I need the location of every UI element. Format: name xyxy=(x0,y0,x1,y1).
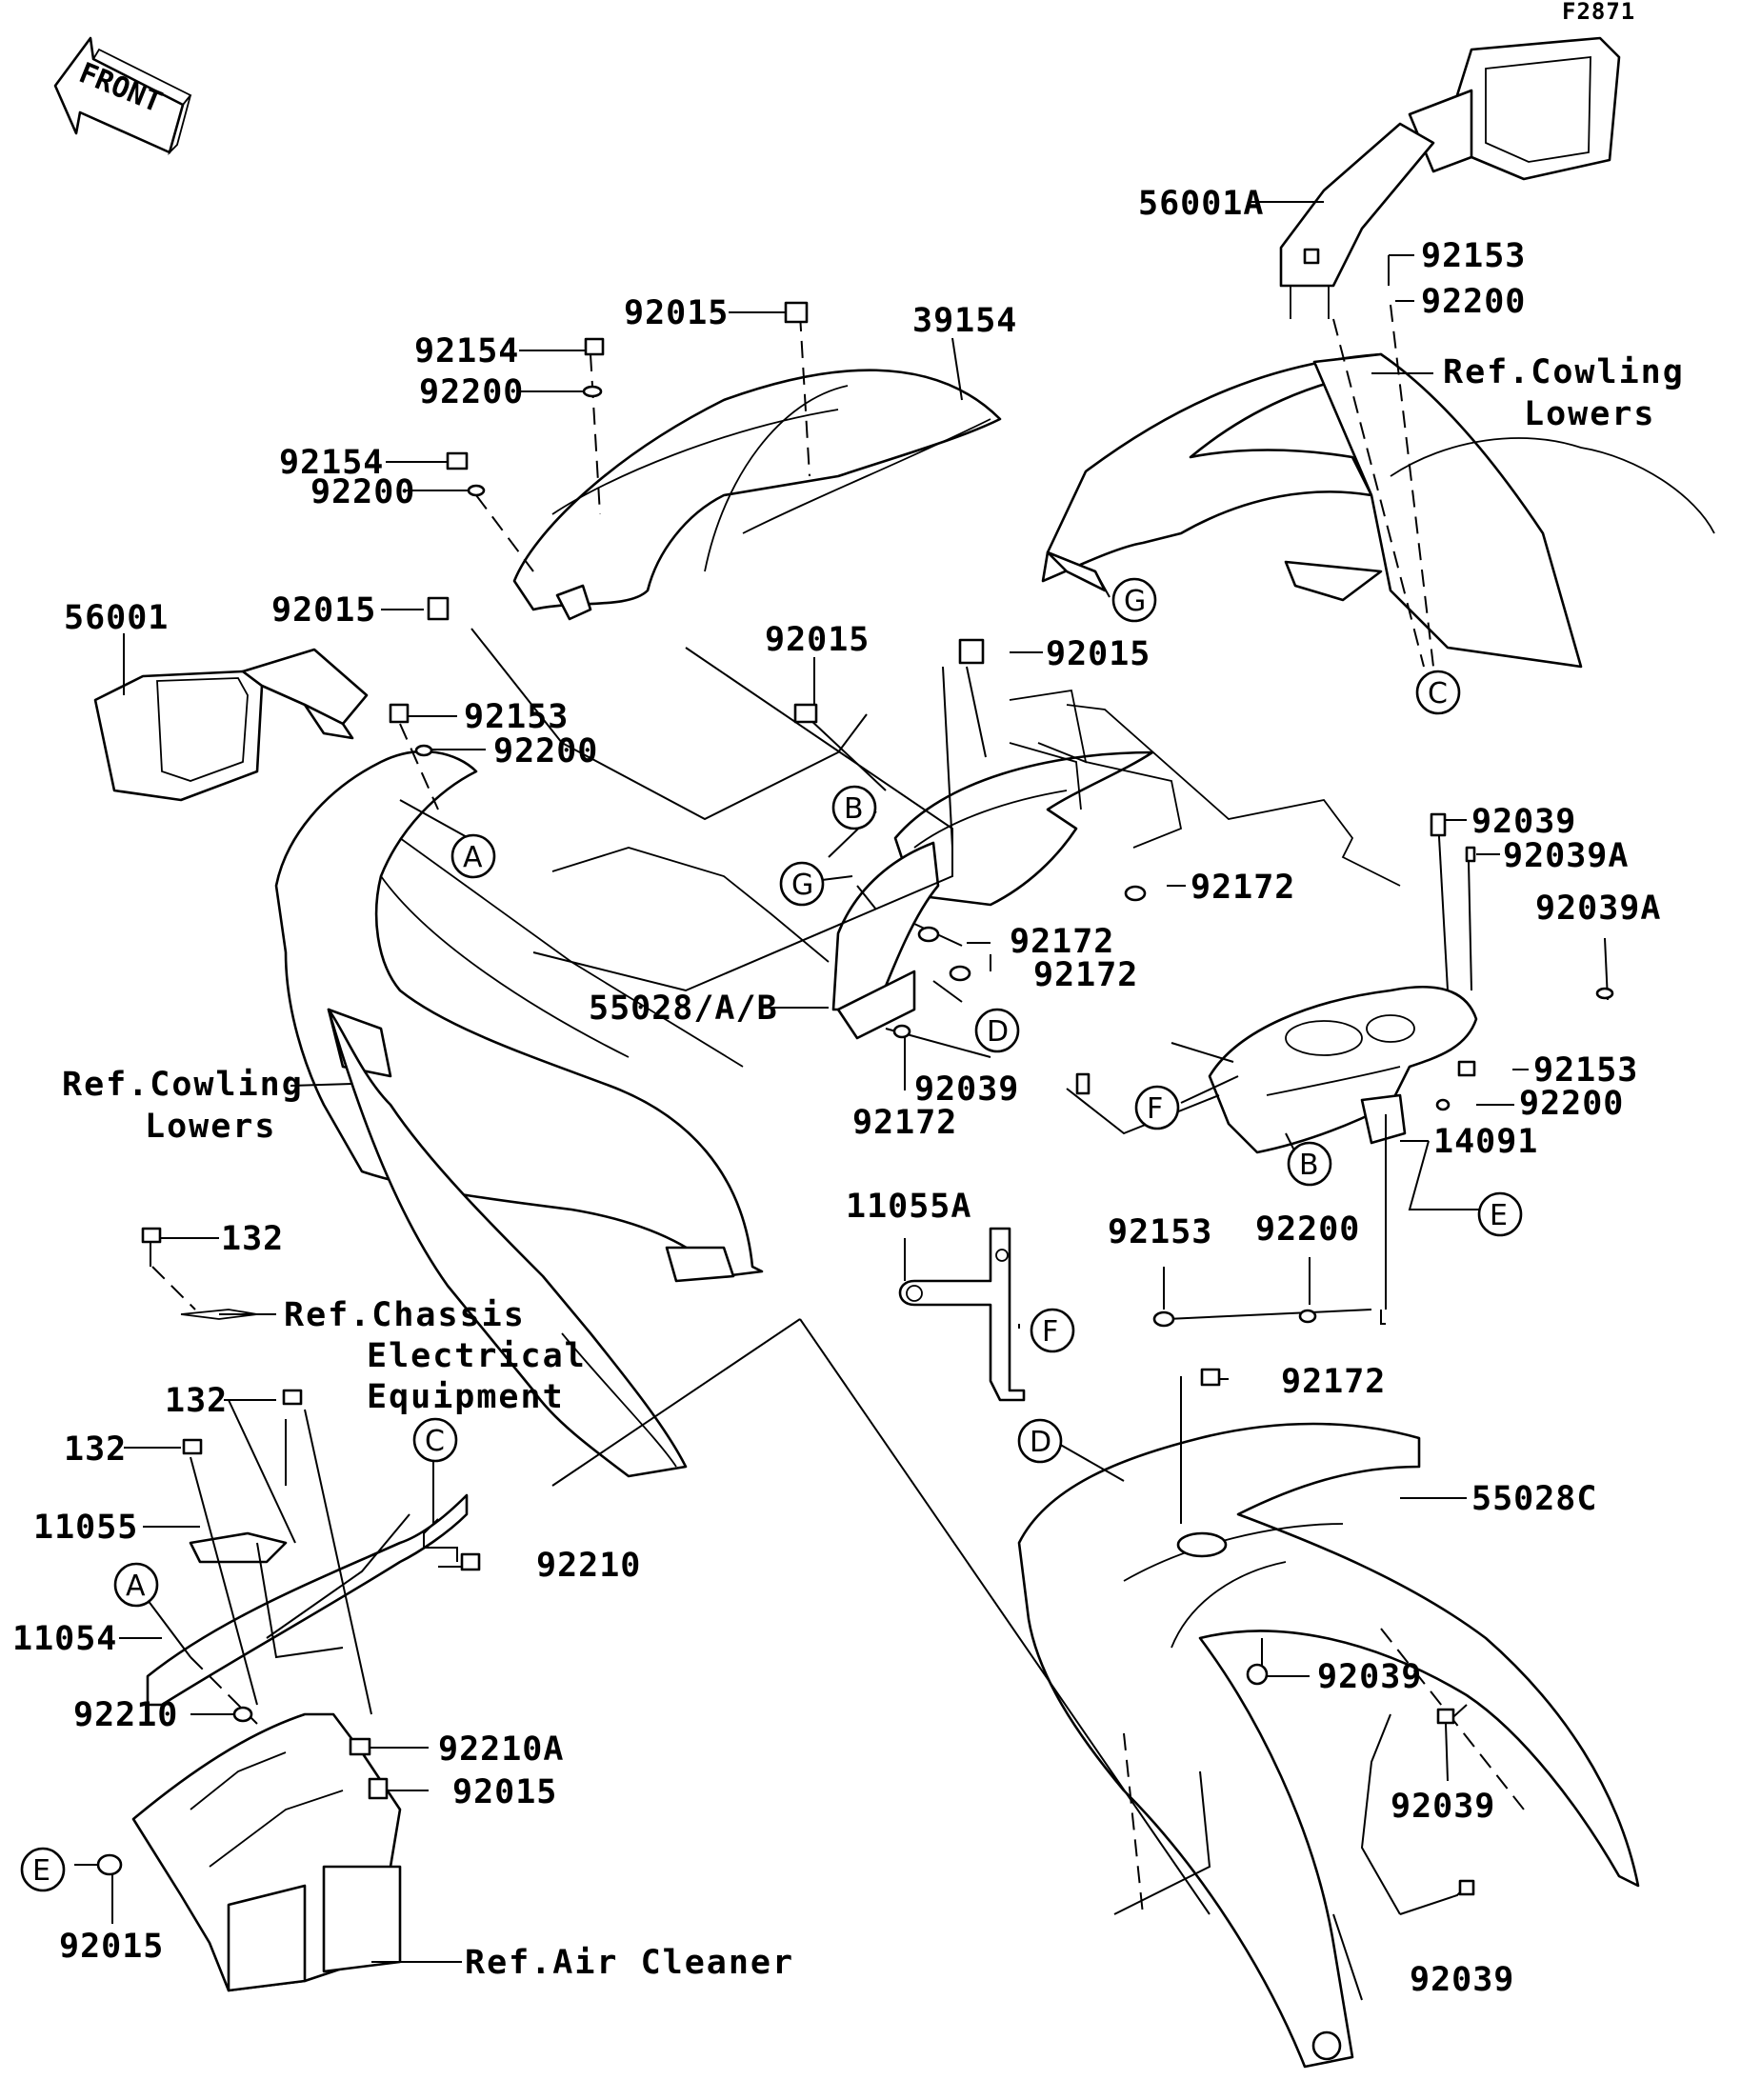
svg-text:E: E xyxy=(32,1854,50,1888)
inner-fairing-55028c xyxy=(1017,1422,1640,2069)
cowl-lower-left xyxy=(327,1008,688,1478)
svg-text:D: D xyxy=(1030,1426,1051,1459)
callout-e-1: E xyxy=(1477,1191,1523,1237)
label-ref-cowling-lowers: Lowers xyxy=(145,1108,276,1146)
label-92015: 92015 xyxy=(1046,635,1151,673)
label-11055a: 11055A xyxy=(846,1188,971,1226)
label-92210a: 92210A xyxy=(438,1730,564,1769)
label-92200: 92200 xyxy=(1421,283,1526,321)
air-duct xyxy=(131,1712,402,1992)
label-55028c: 55028C xyxy=(1471,1480,1597,1518)
label-92200: 92200 xyxy=(493,732,598,770)
inner-panel-center xyxy=(831,750,1154,1040)
mirror-right-56001a xyxy=(1279,36,1621,319)
label-92210: 92210 xyxy=(536,1547,641,1585)
label-92154: 92154 xyxy=(414,332,519,370)
label-92015: 92015 xyxy=(59,1928,164,1966)
label-92200: 92200 xyxy=(419,373,524,411)
label-132: 132 xyxy=(165,1382,228,1420)
label-92039: 92039 xyxy=(1391,1788,1495,1826)
label-39154: 39154 xyxy=(912,302,1017,340)
bracket-11054 xyxy=(146,1493,469,1707)
svg-text:C: C xyxy=(425,1425,445,1458)
label-ref-cowling-lowers: Lowers xyxy=(1524,395,1655,433)
callout-b-2: B xyxy=(1287,1141,1332,1187)
windshield-39154 xyxy=(512,369,1002,621)
label-11055: 11055 xyxy=(33,1509,138,1547)
label-132: 132 xyxy=(64,1430,127,1469)
label-92200: 92200 xyxy=(1255,1210,1360,1249)
label-132: 132 xyxy=(221,1220,284,1258)
label-92039a: 92039A xyxy=(1503,837,1629,875)
svg-text:G: G xyxy=(791,869,813,902)
label-92210: 92210 xyxy=(73,1696,178,1734)
figure-id: F2871 xyxy=(1562,0,1635,25)
label-92172: 92172 xyxy=(1191,869,1295,907)
callout-b-1: B xyxy=(831,785,877,830)
label-92153: 92153 xyxy=(1421,237,1526,275)
callout-d-1: D xyxy=(974,1008,1020,1053)
label-92172: 92172 xyxy=(1033,956,1138,994)
label-14091: 14091 xyxy=(1433,1123,1538,1161)
svg-text:B: B xyxy=(1299,1149,1319,1182)
label-11054: 11054 xyxy=(12,1620,117,1658)
callout-c-1: C xyxy=(1415,670,1461,715)
label-92154: 92154 xyxy=(279,444,384,482)
label-92172: 92172 xyxy=(852,1104,957,1142)
label-92153: 92153 xyxy=(1533,1051,1638,1090)
mirror-left-56001 xyxy=(93,648,369,802)
label-56001: 56001 xyxy=(64,599,169,637)
label-92172: 92172 xyxy=(1010,923,1114,961)
svg-text:E: E xyxy=(1490,1199,1508,1232)
label-92039: 92039 xyxy=(914,1070,1019,1109)
label-92200: 92200 xyxy=(310,473,415,511)
svg-text:A: A xyxy=(126,1570,146,1603)
front-arrow-icon: FRONT xyxy=(53,36,192,156)
part-labels: 56001A 92153 92200 Ref.Cowling Lowers 92… xyxy=(12,185,1685,1999)
svg-text:B: B xyxy=(844,792,864,826)
label-ref-air-cleaner: Ref.Air Cleaner xyxy=(465,1944,794,1982)
label-92172: 92172 xyxy=(1281,1363,1386,1401)
callout-a-2: A xyxy=(113,1562,159,1608)
label-92039: 92039 xyxy=(1410,1961,1514,1999)
svg-text:C: C xyxy=(1428,677,1448,710)
callout-f-1: F xyxy=(1134,1085,1180,1130)
callout-e-2: E xyxy=(20,1847,66,1892)
label-92039: 92039 xyxy=(1471,803,1576,841)
label-92039: 92039 xyxy=(1317,1658,1422,1696)
callout-g-2: G xyxy=(779,861,825,907)
svg-text:A: A xyxy=(463,841,483,874)
svg-text:F: F xyxy=(1042,1315,1058,1349)
fasteners xyxy=(96,248,1614,2061)
label-92015: 92015 xyxy=(271,591,376,630)
label-ref-cowling-lowers: Ref.Cowling xyxy=(1443,353,1685,391)
inner-panel-right xyxy=(1208,985,1478,1154)
svg-text:G: G xyxy=(1124,585,1146,618)
bracket-11055a xyxy=(898,1227,1026,1402)
callout-c-2: C xyxy=(412,1417,458,1463)
label-ref-chassis: Ref.Chassis xyxy=(284,1296,526,1334)
label-92153: 92153 xyxy=(464,698,569,736)
callout-f-2: F xyxy=(1030,1308,1075,1353)
svg-text:D: D xyxy=(987,1015,1009,1049)
label-92015: 92015 xyxy=(765,621,870,659)
label-ref-chassis: Electrical xyxy=(367,1337,587,1375)
label-92015: 92015 xyxy=(452,1773,557,1811)
label-ref-cowling-lowers: Ref.Cowling xyxy=(62,1066,304,1104)
callout-d-2: D xyxy=(1017,1418,1063,1464)
leader-lines xyxy=(74,201,1609,2001)
label-92153: 92153 xyxy=(1108,1213,1212,1251)
label-ref-chassis: Equipment xyxy=(367,1378,565,1416)
svg-text:F: F xyxy=(1147,1092,1163,1126)
label-92015: 92015 xyxy=(624,294,729,332)
label-55028-a-b: 55028/A/B xyxy=(589,990,778,1028)
callout-a-1: A xyxy=(450,833,496,879)
label-92200: 92200 xyxy=(1519,1085,1624,1123)
label-92039a: 92039A xyxy=(1535,890,1661,928)
label-56001a: 56001A xyxy=(1138,185,1264,223)
callout-g-1: G xyxy=(1111,577,1157,623)
